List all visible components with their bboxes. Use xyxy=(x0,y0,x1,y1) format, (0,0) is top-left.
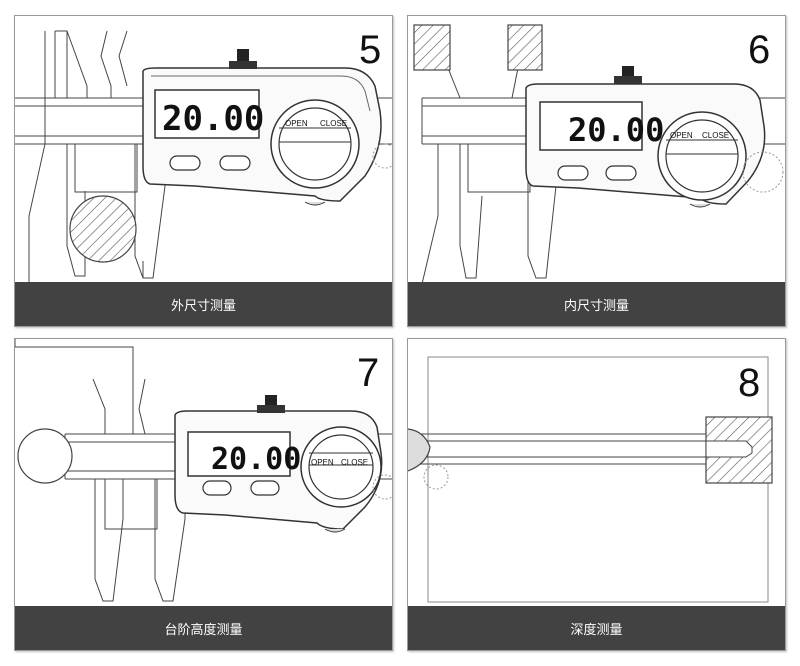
caliper-body xyxy=(174,395,392,533)
lcd-screen xyxy=(539,101,643,151)
button-left xyxy=(169,155,201,171)
workpiece-block-left xyxy=(413,24,451,71)
open-label: OPEN xyxy=(285,119,308,128)
caliper-body xyxy=(525,66,784,208)
button-right xyxy=(250,480,280,496)
close-label: CLOSE xyxy=(341,458,368,467)
open-label: OPEN xyxy=(670,131,693,140)
lcd-reading: 20.00 xyxy=(568,111,664,149)
panel-number: 7 xyxy=(357,351,380,395)
workpiece-round xyxy=(17,428,73,484)
panel-caption: 内尺寸测量 xyxy=(408,282,785,326)
caliper-end-fragment xyxy=(408,428,431,472)
panel-inside-measurement: 20.00 OPEN CLOSE 6 内尺寸测量 xyxy=(407,15,786,327)
panel-outside-measurement: 20.00 OPEN CLOSE 5 外尺寸测量 xyxy=(14,15,393,327)
panel-caption: 外尺寸测量 xyxy=(15,282,392,326)
panel-step-height-measurement: 20.00 OPEN CLOSE 7 台阶高度测量 xyxy=(14,338,393,651)
lcd-reading: 20.00 xyxy=(211,442,301,477)
workpiece-block-right xyxy=(507,24,543,71)
close-label: CLOSE xyxy=(320,119,347,128)
panel-number: 6 xyxy=(748,28,771,72)
close-label: CLOSE xyxy=(702,131,729,140)
button-right xyxy=(605,165,637,181)
button-left xyxy=(202,480,232,496)
lcd-screen xyxy=(154,89,260,139)
panel-number: 5 xyxy=(359,28,382,72)
panel-caption: 深度测量 xyxy=(408,606,785,650)
button-right xyxy=(219,155,251,171)
workpiece-round xyxy=(69,195,137,263)
lcd-reading: 20.00 xyxy=(162,99,264,139)
lcd-screen xyxy=(187,431,291,477)
caliper-drawing: 20.00 OPEN CLOSE xyxy=(413,24,785,284)
caliper-body xyxy=(142,49,392,206)
panel-caption: 台阶高度测量 xyxy=(15,606,392,650)
button-left xyxy=(557,165,589,181)
open-label: OPEN xyxy=(311,458,334,467)
caliper-drawing: 20.00 OPEN CLOSE xyxy=(15,339,392,602)
caliper-drawing: 20.00 OPEN CLOSE xyxy=(15,30,392,284)
panel-number: 8 xyxy=(738,361,761,405)
workpiece-block xyxy=(705,416,773,484)
panel-depth-measurement: 8 深度测量 xyxy=(407,338,786,651)
depth-drawing xyxy=(408,356,773,603)
